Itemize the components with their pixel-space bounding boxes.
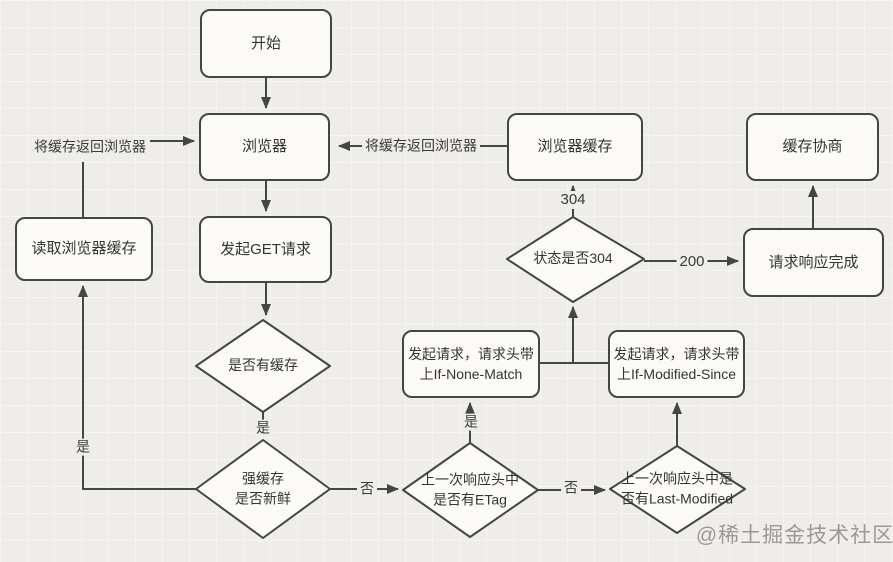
edge-label-no-etag: 否 (561, 479, 581, 497)
node-browser-cache: 浏览器缓存 (507, 113, 643, 181)
edge-label-return-cache-right: 将缓存返回浏览器 (362, 137, 480, 155)
node-start: 开始 (200, 9, 332, 78)
decision-last-modified-check-shape (609, 445, 746, 534)
edge-label-return-cache-left: 将缓存返回浏览器 (31, 138, 149, 156)
node-request-if-modified-since-label: 发起请求，请求头带 上If-Modified-Since (613, 345, 740, 382)
node-get-request: 发起GET请求 (199, 216, 332, 283)
node-start-label: 开始 (250, 34, 281, 52)
decision-last-modified-check-label: 上一次响应头中是 否有Last-Modified (620, 470, 734, 506)
decision-status-304-label: 状态是否304 (533, 250, 613, 267)
edge-label-no-strong-cache: 否 (357, 480, 377, 498)
decision-etag-check-shape (402, 442, 539, 538)
node-cache-negotiation-label: 缓存协商 (782, 138, 843, 156)
edge-label-status-304: 304 (557, 191, 589, 209)
node-request-if-none-match: 发起请求，请求头带 上If-None-Match (402, 330, 540, 398)
decision-strong-cache-fresh-shape (195, 439, 331, 539)
node-response-complete-label: 请求响应完成 (768, 253, 859, 271)
node-read-browser-cache-label: 读取浏览器缓存 (31, 240, 137, 258)
node-browser-label: 浏览器 (241, 138, 287, 156)
node-read-browser-cache: 读取浏览器缓存 (15, 217, 153, 281)
node-response-complete: 请求响应完成 (743, 228, 884, 297)
node-browser: 浏览器 (199, 113, 330, 181)
node-cache-negotiation: 缓存协商 (746, 113, 879, 181)
edge-strong-cache-yes-to-read-cache (78, 285, 196, 490)
node-get-request-label: 发起GET请求 (220, 240, 311, 258)
edge-label-yes-etag: 是 (461, 413, 481, 431)
decision-etag-check-label: 上一次响应头中 是否有ETag (421, 471, 519, 507)
node-request-if-none-match-label: 发起请求，请求头带 上If-None-Match (408, 345, 534, 382)
node-request-if-modified-since: 发起请求，请求头带 上If-Modified-Since (608, 330, 745, 398)
edge-label-status-200: 200 (676, 253, 708, 271)
edge-label-yes-has-cache: 是 (253, 419, 273, 437)
node-browser-cache-label: 浏览器缓存 (537, 138, 613, 156)
edge-label-yes-strong-cache: 是 (73, 438, 93, 456)
watermark: @稀土掘金技术社区 (695, 524, 893, 547)
decision-status-304-shape (506, 216, 645, 303)
decision-has-cache-shape (195, 319, 331, 413)
decision-strong-cache-fresh-label: 强缓存 是否新鲜 (235, 470, 291, 506)
decision-has-cache-label: 是否有缓存 (228, 357, 298, 374)
